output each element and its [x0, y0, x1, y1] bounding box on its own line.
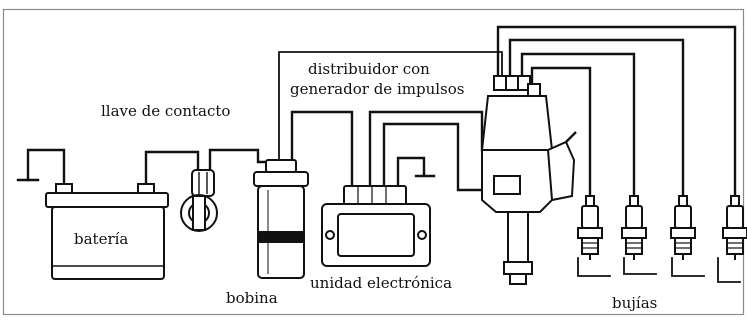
plug-ground-2	[623, 257, 657, 275]
ignition-coil	[253, 159, 309, 279]
plug-ground-4	[717, 257, 741, 283]
label-ignition-switch: llave de contacto	[101, 102, 230, 120]
plug-ground-3	[671, 257, 705, 277]
coil-ecu-wire-1	[290, 110, 354, 190]
battery-switch-wire	[144, 150, 200, 188]
distributor	[480, 75, 577, 285]
battery-ground-wire	[26, 148, 66, 188]
plug-ground-1	[577, 257, 611, 277]
plug-lead-2	[520, 52, 636, 200]
label-coil: bobina	[226, 289, 278, 307]
electronic-control-unit	[321, 185, 431, 267]
coil-ht-wire	[278, 51, 503, 163]
ignition-switch	[180, 169, 218, 232]
ecu-ground-wire	[396, 156, 426, 190]
spark-plug-3	[670, 195, 696, 260]
label-distributor-line1: distribuidor con	[308, 60, 430, 78]
switch-coil-wire	[208, 148, 268, 174]
plug-lead-1	[530, 66, 592, 200]
label-spark-plugs: bujías	[612, 294, 657, 312]
spark-plug-1	[577, 195, 603, 260]
plug-lead-4	[496, 25, 737, 200]
spark-plug-4	[722, 195, 747, 260]
label-distributor-line2: generador de impulsos	[290, 80, 464, 98]
spark-plug-2	[621, 195, 647, 260]
plug-lead-3	[508, 38, 685, 200]
ecu-dist-wire-2	[382, 122, 500, 192]
label-battery: batería	[74, 230, 128, 248]
label-electronic-unit: unidad electrónica	[310, 274, 452, 292]
frame-border	[2, 8, 745, 316]
battery	[45, 183, 169, 280]
ecu-dist-wire-1	[368, 110, 484, 190]
